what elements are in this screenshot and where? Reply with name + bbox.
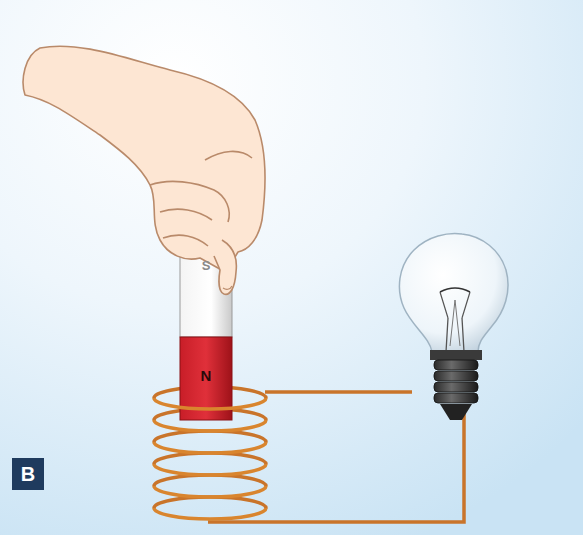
bulb-thread xyxy=(434,382,478,392)
coil-winding xyxy=(154,453,266,464)
pole-label-south: S xyxy=(202,259,211,273)
hand xyxy=(23,46,265,294)
coil-winding xyxy=(154,475,266,486)
figure-letter: B xyxy=(21,463,35,485)
coil-winding xyxy=(154,464,266,475)
coil-winding xyxy=(154,508,266,519)
coil-winding xyxy=(154,398,266,409)
coil-winding xyxy=(154,442,266,453)
coil-winding xyxy=(154,431,266,442)
figure-letter-box: B xyxy=(12,458,44,490)
bulb-thread xyxy=(434,360,478,370)
coil-winding xyxy=(154,420,266,431)
bar-magnet-label: SN xyxy=(180,255,232,390)
bulb-thread xyxy=(434,393,478,403)
coil-winding xyxy=(154,497,266,508)
coil-winding xyxy=(154,486,266,497)
bulb-thread xyxy=(434,371,478,381)
pole-label-north: N xyxy=(201,368,212,385)
wire xyxy=(208,392,464,522)
light-bulb xyxy=(399,234,508,420)
